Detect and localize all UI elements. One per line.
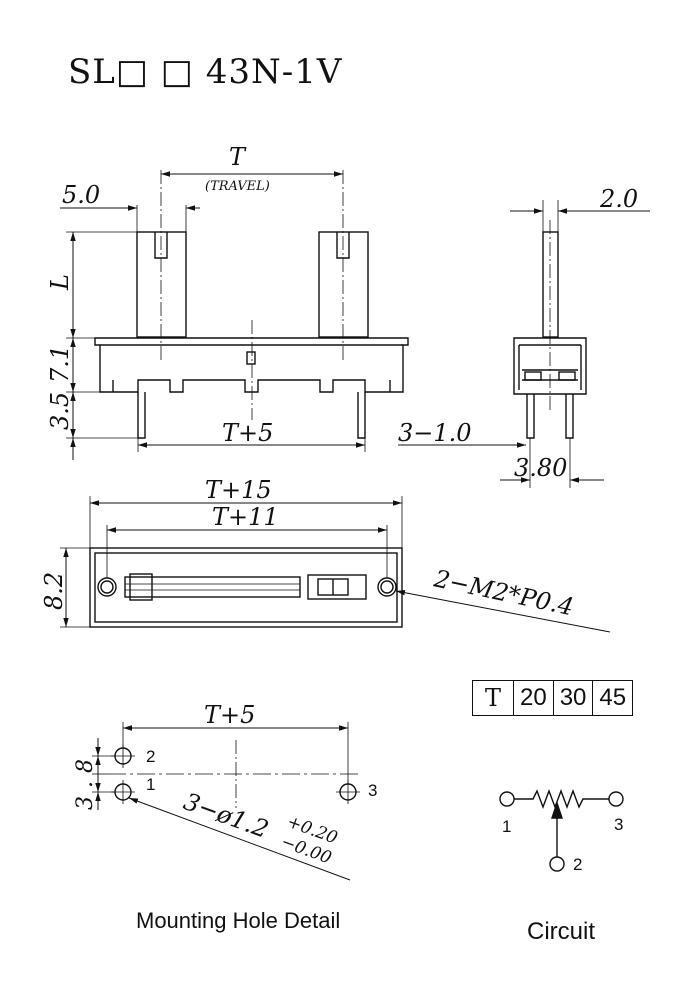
knob-left	[136, 231, 187, 338]
knob-right	[318, 231, 369, 338]
pins-label: 3−1.0	[398, 419, 472, 447]
side-view	[513, 220, 587, 439]
hole-3-label: 3	[368, 781, 377, 800]
pin-span-label: T+5	[222, 419, 273, 447]
width-label: 8.2	[40, 572, 68, 610]
pin-left	[137, 392, 146, 439]
height-l-label: L	[46, 274, 74, 291]
front-view	[94, 170, 409, 439]
circuit-pin-3-label: 3	[614, 815, 623, 834]
top-body	[89, 547, 403, 628]
screw-label: 2−M2*P0.4	[431, 564, 576, 621]
front-body	[94, 337, 409, 393]
height-35-label: 3.5	[46, 392, 74, 430]
travel-label: T	[229, 143, 247, 171]
front-dimensions	[60, 171, 366, 460]
side-dimensions	[398, 200, 650, 488]
hole-dia-label: 3−ø1.2	[180, 787, 272, 843]
travel-table-value: 30	[552, 680, 594, 716]
travel-table-value: 45	[592, 680, 634, 716]
hole-1-label: 1	[146, 775, 155, 794]
knob-width-label: 5.0	[62, 181, 100, 209]
slider-knob-top	[307, 574, 367, 600]
wiper-arrow	[551, 800, 563, 819]
travel-table: T 20 30 45	[472, 680, 634, 716]
circuit-pin-2-label: 2	[573, 855, 582, 874]
travel-note: (TRAVEL)	[205, 179, 270, 194]
hole-dimensions	[92, 722, 351, 881]
lever	[542, 231, 559, 338]
top-view	[89, 547, 403, 628]
center-mark	[246, 351, 256, 365]
overall-length-label: T+15	[205, 476, 272, 504]
height-71-label: 7.1	[46, 345, 74, 383]
travel-table-header: T	[472, 680, 514, 716]
circuit-schematic	[499, 789, 624, 872]
slide-slot	[124, 576, 301, 598]
hole-2-label: 2	[146, 747, 155, 766]
side-pin-1	[526, 394, 535, 439]
hole-pitch-label: 3.8	[73, 751, 98, 810]
circuit-pin-1-label: 1	[502, 817, 511, 836]
circuit-pin-2	[549, 856, 565, 872]
circuit-pin-1	[499, 791, 515, 807]
side-pin-2	[565, 394, 574, 439]
mounting-caption: Mounting Hole Detail	[136, 908, 340, 933]
pin-right	[357, 392, 366, 439]
hole-span-label: T+11	[212, 503, 279, 531]
hole-span-detail-label: T+5	[204, 701, 255, 729]
resistor-symbol	[514, 789, 609, 809]
travel-table-value: 20	[513, 680, 554, 716]
top-dimensions	[60, 496, 611, 633]
circuit-caption: Circuit	[527, 918, 595, 945]
circuit-pin-3	[608, 791, 624, 807]
part-number-title: SL□ □ 43N-1V	[68, 52, 343, 92]
side-body	[513, 337, 587, 395]
lever-thickness-label: 2.0	[599, 185, 638, 213]
pin-pitch-label: 3.80	[514, 454, 567, 482]
